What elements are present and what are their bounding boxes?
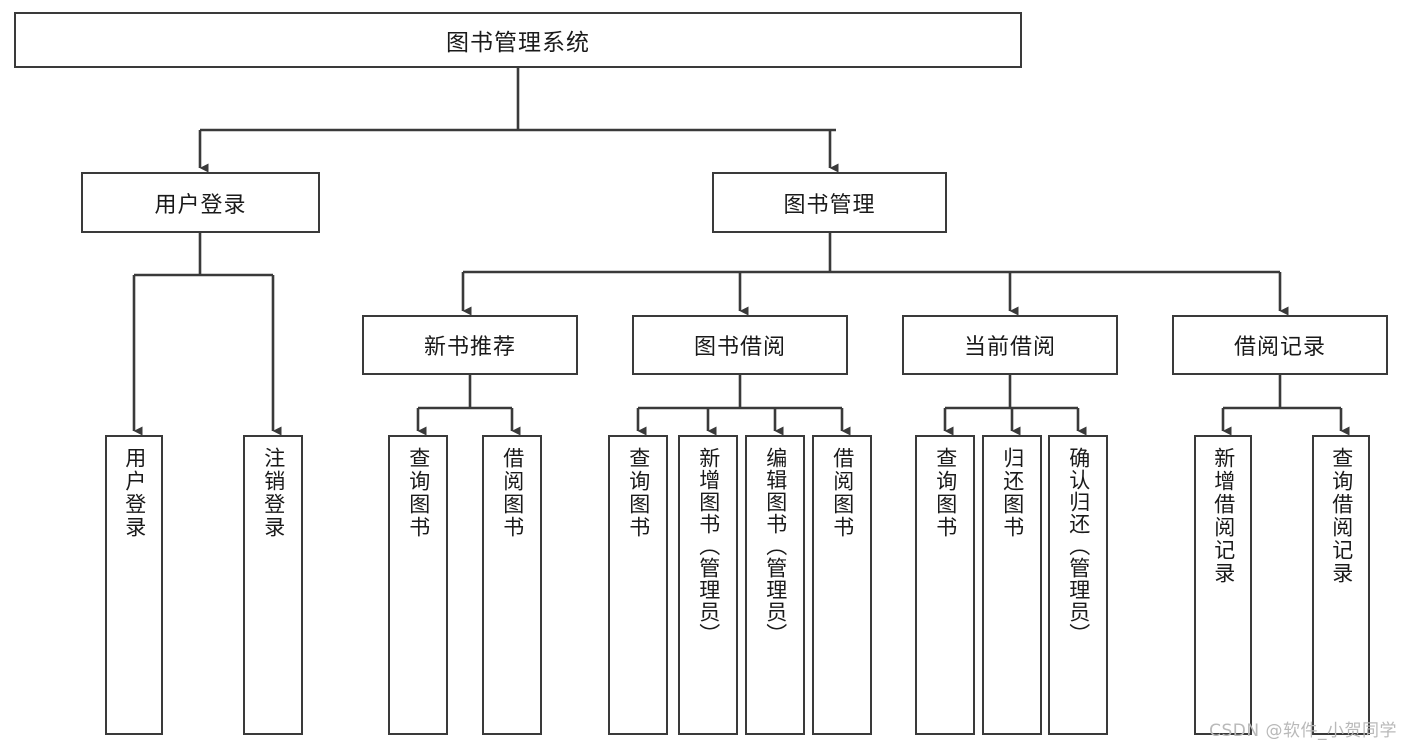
leaf-node[interactable]: 编辑图书（管理员） <box>745 435 805 735</box>
leaf-node[interactable]: 借阅图书 <box>482 435 542 735</box>
node-new-book-recommend[interactable]: 新书推荐 <box>362 315 578 375</box>
leaf-label: 查询图书 <box>626 447 651 539</box>
node-borrow-record[interactable]: 借阅记录 <box>1172 315 1388 375</box>
node-new-book-recommend-label: 新书推荐 <box>423 335 516 360</box>
leaf-label: 确认归还（管理员） <box>1066 447 1091 645</box>
node-book-management[interactable]: 图书管理 <box>712 172 947 233</box>
leaf-node[interactable]: 注销登录 <box>243 435 303 735</box>
leaf-label: 借阅图书 <box>500 447 525 539</box>
leaf-node[interactable]: 查询图书 <box>915 435 975 735</box>
leaf-label: 注销登录 <box>261 447 286 539</box>
node-root[interactable]: 图书管理系统 <box>14 12 1022 68</box>
node-user-login[interactable]: 用户登录 <box>81 172 320 233</box>
node-user-login-label: 用户登录 <box>154 192 247 218</box>
leaf-node[interactable]: 归还图书 <box>982 435 1042 735</box>
leaf-label: 查询图书 <box>933 447 958 539</box>
csdn-watermark: CSDN @软件_小贺同学 <box>1209 721 1397 741</box>
leaf-node[interactable]: 新增图书（管理员） <box>678 435 738 735</box>
node-current-borrow-label: 当前借阅 <box>963 335 1056 360</box>
node-current-borrow[interactable]: 当前借阅 <box>902 315 1118 375</box>
leaf-node[interactable]: 确认归还（管理员） <box>1048 435 1108 735</box>
leaf-node[interactable]: 新增借阅记录 <box>1194 435 1252 735</box>
leaf-label: 查询图书 <box>406 447 431 539</box>
leaf-node[interactable]: 查询图书 <box>608 435 668 735</box>
leaf-label: 借阅图书 <box>830 447 855 539</box>
leaf-label: 新增图书（管理员） <box>696 447 721 645</box>
leaf-label: 新增借阅记录 <box>1211 447 1236 585</box>
node-book-borrow-label: 图书借阅 <box>693 335 786 360</box>
leaf-node[interactable]: 查询借阅记录 <box>1312 435 1370 735</box>
leaf-label: 编辑图书（管理员） <box>763 447 788 645</box>
node-borrow-record-label: 借阅记录 <box>1233 335 1326 360</box>
node-root-label: 图书管理系统 <box>446 30 590 56</box>
leaf-node[interactable]: 借阅图书 <box>812 435 872 735</box>
leaf-label: 用户登录 <box>122 447 147 539</box>
leaf-label: 归还图书 <box>1000 447 1025 539</box>
leaf-label: 查询借阅记录 <box>1329 447 1354 585</box>
leaf-node[interactable]: 用户登录 <box>105 435 163 735</box>
leaf-node[interactable]: 查询图书 <box>388 435 448 735</box>
node-book-management-label: 图书管理 <box>783 192 876 218</box>
node-book-borrow[interactable]: 图书借阅 <box>632 315 848 375</box>
